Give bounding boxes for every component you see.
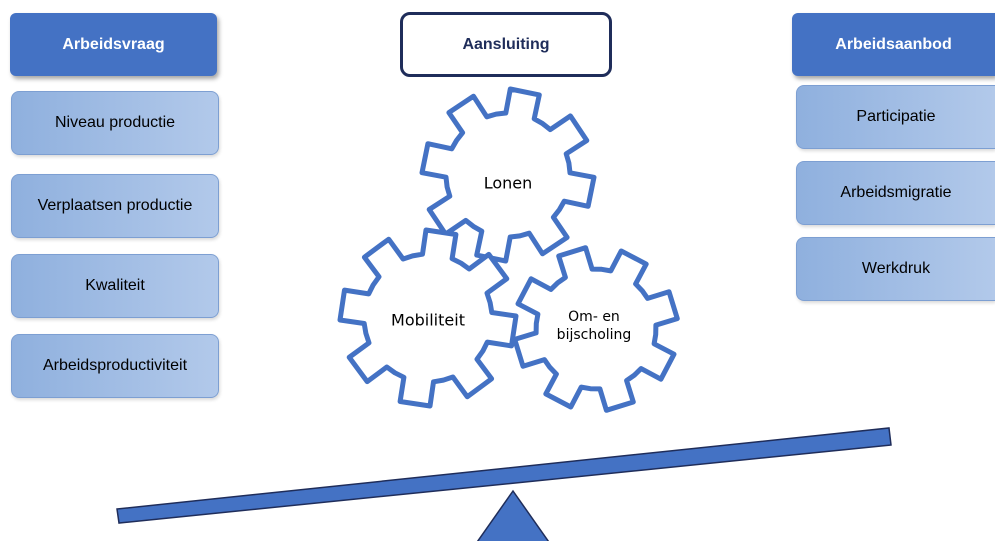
alignment-header: Aansluiting xyxy=(400,12,612,77)
demand-item-niveau-productie: Niveau productie xyxy=(11,91,219,155)
demand-header: Arbeidsvraag xyxy=(10,13,217,76)
gear-om-en-bijscholing-icon xyxy=(512,245,680,413)
supply-item-arbeidsmigratie: Arbeidsmigratie xyxy=(796,161,995,225)
supply-header: Arbeidsaanbod xyxy=(792,13,995,76)
seesaw-fulcrum xyxy=(476,489,550,541)
supply-item-participatie: Participatie xyxy=(796,85,995,149)
demand-item-kwaliteit: Kwaliteit xyxy=(11,254,219,318)
demand-item-arbeidsproductiviteit: Arbeidsproductiviteit xyxy=(11,334,219,398)
gear-mobiliteit-icon xyxy=(337,227,519,409)
supply-item-werkdruk: Werkdruk xyxy=(796,237,995,301)
demand-item-verplaatsen-productie: Verplaatsen productie xyxy=(11,174,219,238)
seesaw-beam xyxy=(116,427,892,524)
gear-lonen-icon xyxy=(419,86,597,264)
gear-label-lonen: Lonen xyxy=(483,173,533,193)
gear-label-om-en-bijscholing: Om- en bijscholing xyxy=(556,308,632,343)
gear-label-mobiliteit: Mobiliteit xyxy=(391,310,465,330)
